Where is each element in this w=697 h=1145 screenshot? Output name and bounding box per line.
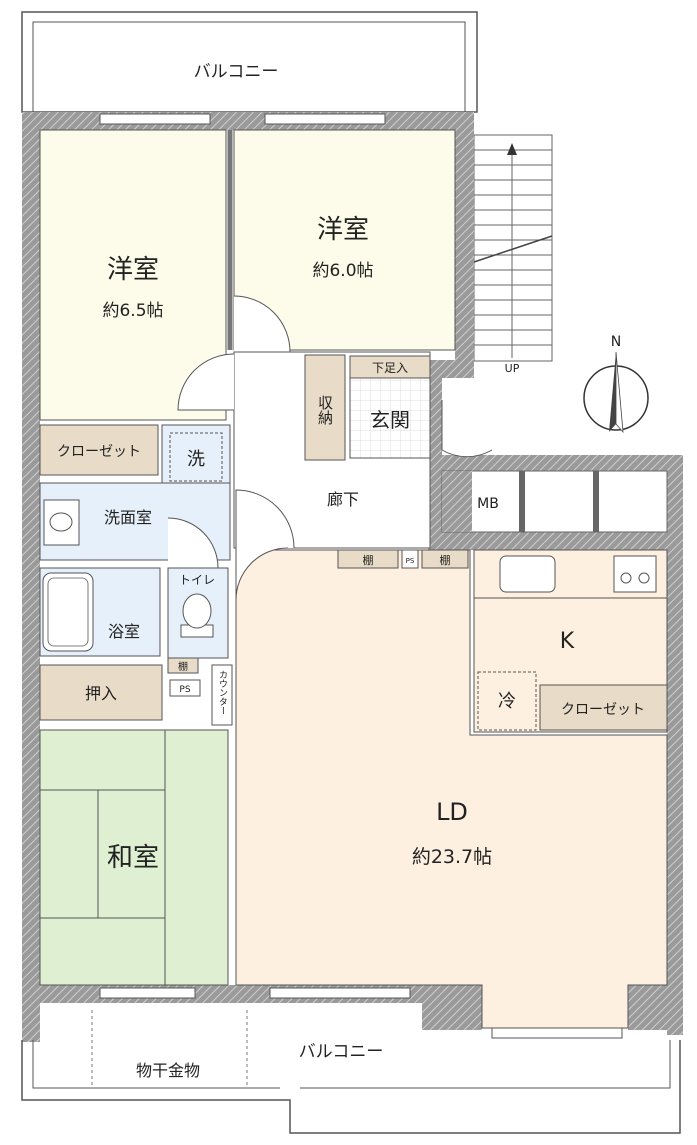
- oshiire-label: 押入: [85, 684, 117, 703]
- washer-space: 洗: [161, 424, 231, 484]
- balcony-bottom-label: バルコニー: [299, 1042, 384, 1062]
- shoe-storage-label: 下足入: [372, 361, 408, 375]
- ps-center: PS: [401, 549, 419, 569]
- oshiire: 押入: [39, 664, 163, 721]
- japanese-room-label: 和室: [107, 843, 159, 873]
- bathroom-label: 浴室: [108, 622, 140, 641]
- toilet-shelf: 棚: [167, 657, 199, 674]
- closet-1-label: クローゼット: [57, 444, 141, 460]
- entrance-label: 玄関: [370, 408, 410, 432]
- laundry-hanger-label: 物干金物: [136, 1061, 200, 1080]
- shelf-right-label: 棚: [440, 553, 451, 567]
- fridge-space: 冷: [477, 671, 537, 731]
- toilet-label: トイレ: [179, 573, 215, 587]
- toilet-shelf-label: 棚: [178, 660, 188, 673]
- ps-left: PS: [169, 679, 201, 697]
- stairs-up-label: UP: [505, 362, 520, 375]
- mb-label: MB: [477, 496, 499, 512]
- washer-label: 洗: [187, 449, 205, 470]
- bathroom: 浴室: [39, 567, 161, 657]
- western-room-2-name: 洋室: [317, 215, 369, 245]
- fridge-label: 冷: [498, 691, 516, 712]
- western-room-1-area: 約6.5帖: [102, 301, 163, 321]
- balcony-top: バルコニー: [21, 11, 478, 113]
- corridor-label: 廊下: [327, 490, 359, 509]
- storage-label: 収納: [316, 395, 334, 426]
- ld-name: LD: [436, 798, 468, 826]
- stairs: UP: [473, 134, 553, 375]
- compass: N: [583, 334, 649, 434]
- doors: [167, 295, 493, 601]
- bathtub-icon: [42, 572, 94, 652]
- stove-icon: [613, 555, 657, 593]
- counter: カウンター: [211, 664, 233, 726]
- mb-area: MB: [441, 470, 668, 533]
- closet-2-label: クローゼット: [561, 702, 645, 718]
- storage: 収納: [304, 354, 346, 461]
- windows: [99, 113, 623, 1039]
- balcony-bottom: 物干金物 バルコニー: [21, 1010, 681, 1134]
- living-dining: LD 約23.7帖: [235, 549, 668, 1029]
- shelf-right: 棚: [421, 549, 469, 569]
- ps-left-label: PS: [179, 685, 190, 695]
- japanese-room: 和室: [39, 729, 229, 986]
- toilet-room: トイレ: [167, 567, 229, 659]
- ps-center-label: PS: [406, 557, 415, 565]
- balcony-top-label: バルコニー: [194, 62, 279, 82]
- compass-label: N: [611, 334, 621, 350]
- western-room-1-name: 洋室: [107, 255, 159, 285]
- closet-2: クローゼット: [539, 684, 668, 731]
- kitchen-sink-icon: [499, 555, 556, 593]
- closet-1: クローゼット: [39, 424, 159, 476]
- shoe-storage: 下足入: [349, 355, 431, 379]
- western-room-2-area: 約6.0帖: [312, 261, 373, 281]
- washroom-label: 洗面室: [104, 508, 152, 527]
- ld-area: 約23.7帖: [412, 846, 492, 868]
- counter-label: カウンター: [217, 670, 228, 715]
- shelf-left: 棚: [337, 549, 399, 569]
- entrance: 玄関: [349, 377, 431, 459]
- shelf-left-label: 棚: [363, 553, 374, 567]
- kitchen-label: K: [560, 629, 575, 654]
